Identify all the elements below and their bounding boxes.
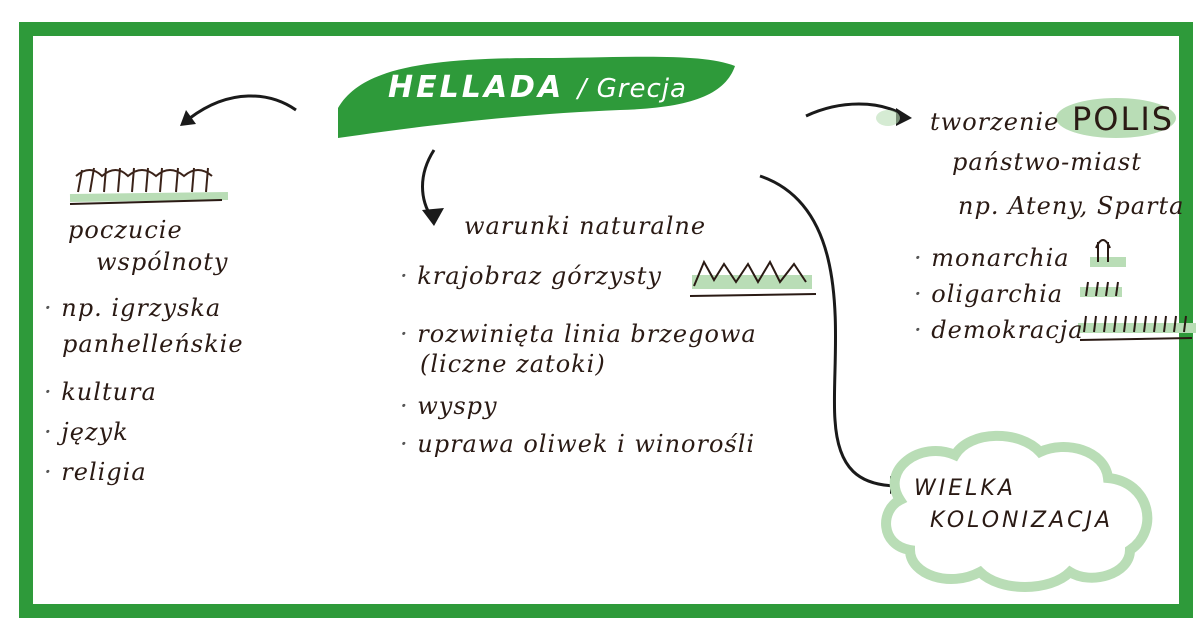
center-heading: warunki naturalne [464, 212, 707, 240]
people-underline-highlight [69, 192, 229, 202]
arrow-to-center [421, 149, 436, 219]
mountain-underline [689, 293, 817, 297]
oligarchia-people [1085, 281, 1119, 297]
demokracja-people [1083, 315, 1187, 333]
right-item-3: · demokracja [914, 316, 1084, 344]
left-heading: poczucie [68, 216, 183, 244]
center-item-1: · krajobraz górzysty [400, 262, 662, 290]
arrow-to-cloud [759, 174, 897, 488]
left-item-2: panhelleńskie [62, 330, 244, 358]
center-item-3: · wyspy [400, 392, 498, 420]
arrow-head-center [422, 208, 444, 226]
demokracja-underline [1079, 337, 1193, 341]
right-line-1: tworzenie [930, 108, 1060, 136]
center-item-4: · uprawa oliwek i winorośli [400, 430, 756, 458]
center-item-2: · rozwinięta linia brzegowa [400, 320, 757, 348]
left-heading-2: wspólnoty [96, 248, 229, 276]
left-item-5: · religia [44, 458, 147, 486]
center-item-2b: (liczne zatoki) [420, 350, 606, 378]
cloud-line-1: WIELKA [914, 476, 1016, 501]
mountain-doodle [693, 259, 807, 287]
polis-highlight [1056, 98, 1176, 138]
people-underline [69, 199, 223, 205]
polis-label: POLIS [1072, 100, 1175, 138]
right-item-1: · monarchia [914, 244, 1070, 272]
arrow-head-right [896, 108, 912, 126]
kolonizacja-cloud [881, 430, 1153, 592]
arrow-to-left [189, 94, 297, 120]
title-banner [338, 56, 735, 138]
left-item-3: · kultura [44, 378, 157, 406]
left-item-1: · np. igrzyska [44, 294, 222, 322]
monarchia-person [1095, 239, 1111, 262]
right-item-2: · oligarchia [914, 280, 1064, 308]
right-line-2: państwo-miast [952, 148, 1142, 176]
left-item-4: · język [44, 418, 129, 446]
people-doodle [75, 167, 213, 193]
title-main: HELLADA [388, 70, 565, 105]
cloud-line-2: KOLONIZACJA [930, 508, 1114, 533]
right-line-3: np. Ateny, Sparta [958, 192, 1185, 220]
page-title: HELLADA / Grecja [388, 70, 687, 105]
arrow-right-highlight [876, 110, 900, 126]
title-sub: / Grecja [577, 74, 687, 104]
arrow-head-left [180, 110, 196, 126]
